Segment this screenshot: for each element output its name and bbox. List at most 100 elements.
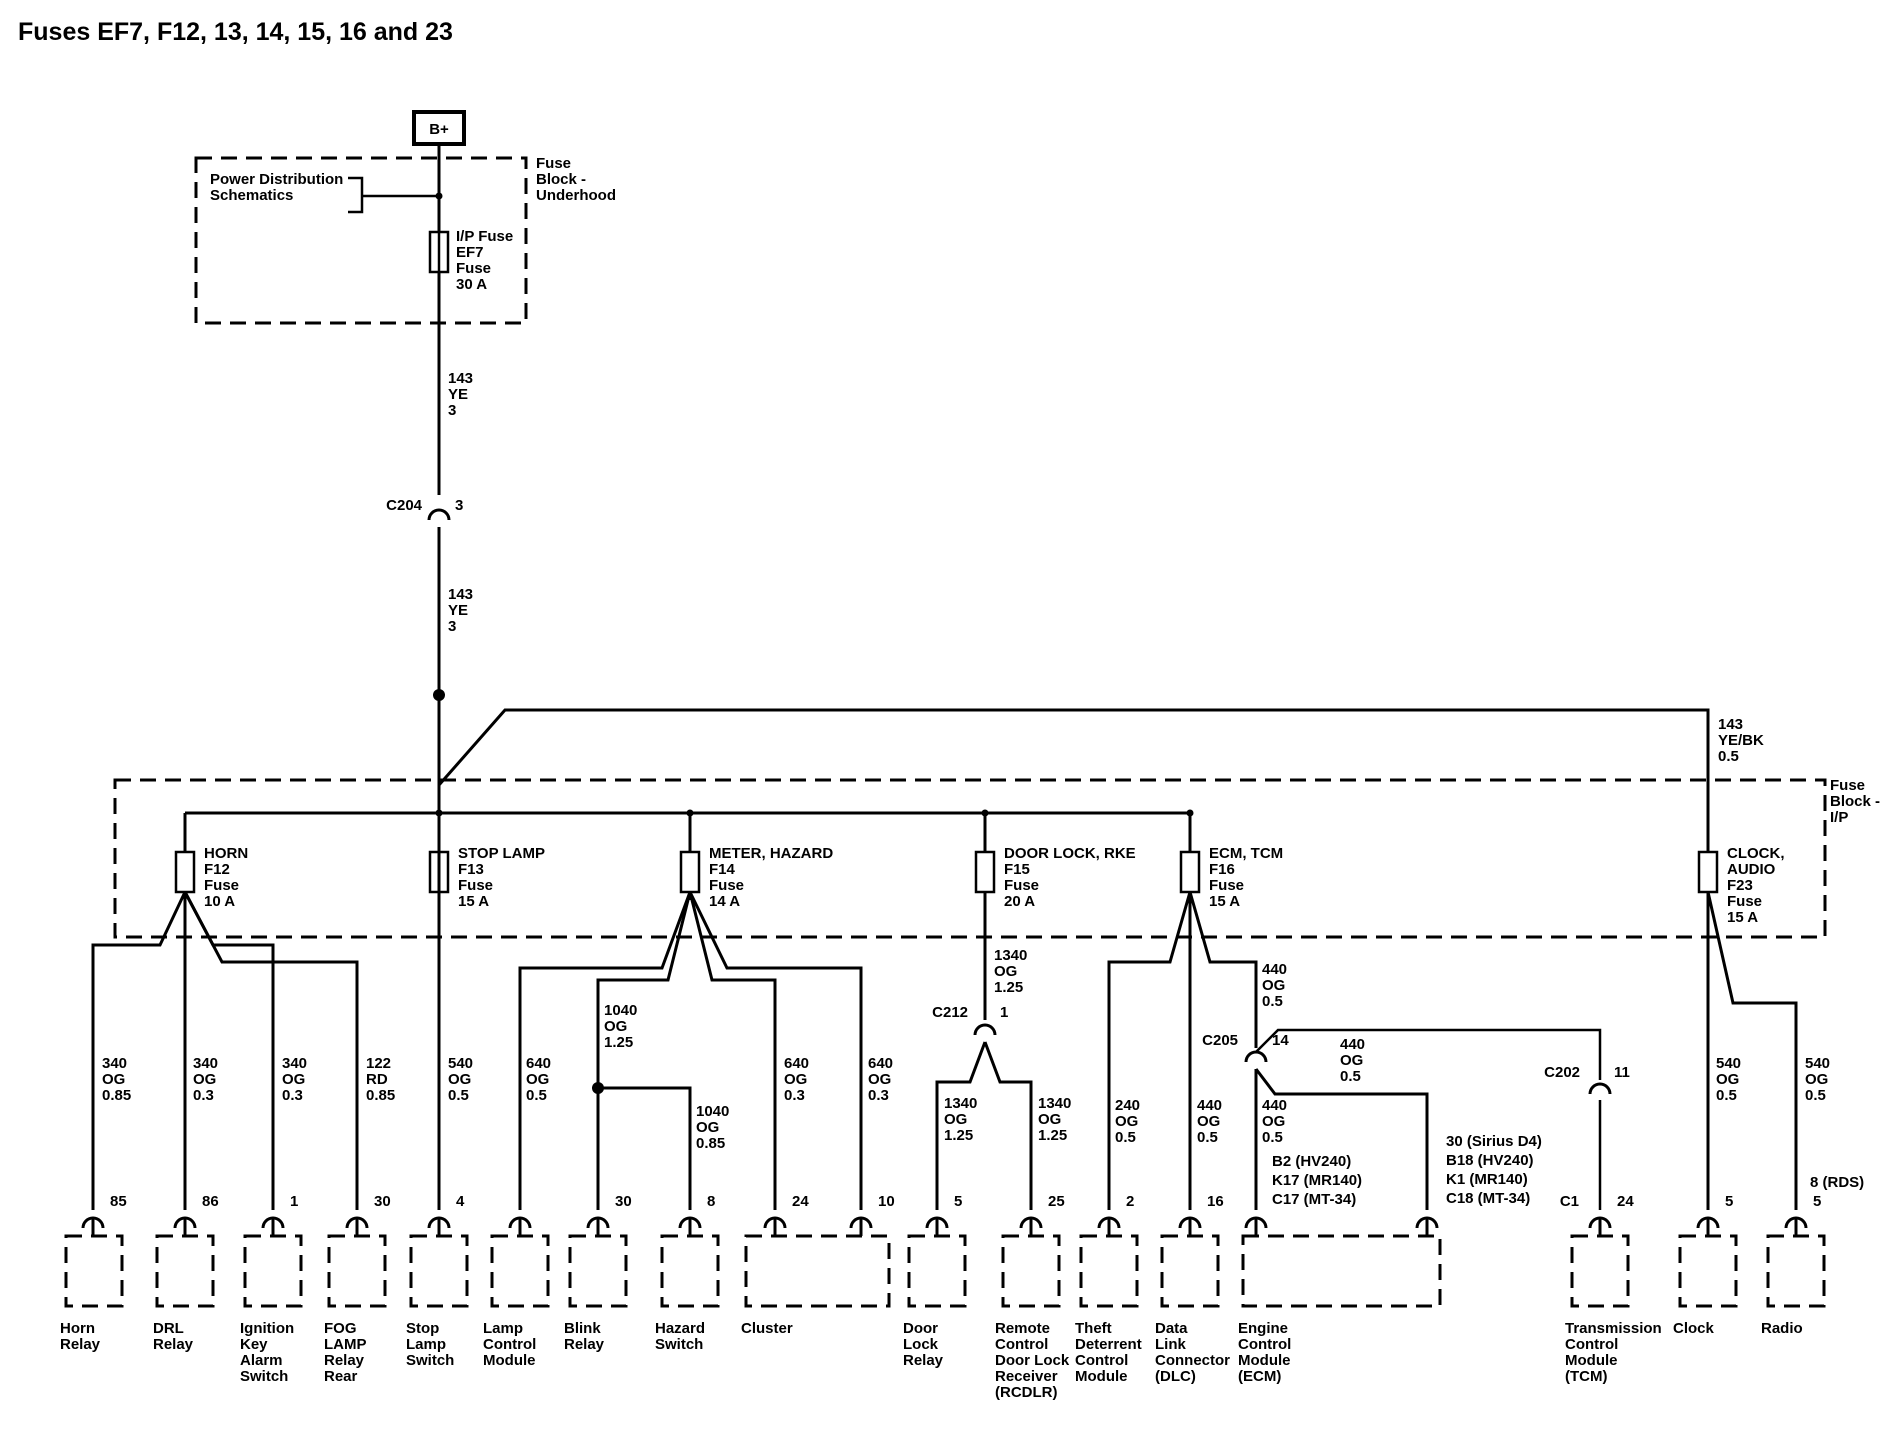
pin-theft: 2 <box>1126 1193 1134 1210</box>
pin-horn: 85 <box>110 1193 127 1210</box>
connector-c204 <box>427 508 451 521</box>
pin-rcdlr: 25 <box>1048 1193 1065 1210</box>
power-ref-bracket <box>348 176 438 214</box>
label-clock-text: Clock <box>1673 1320 1715 1337</box>
pin-end-symbol <box>1588 1216 1612 1236</box>
label-cluster-text: Cluster <box>741 1320 793 1337</box>
pin-cluster1: 24 <box>792 1193 809 1210</box>
pin-cluster2: 10 <box>878 1193 895 1210</box>
pin-blink: 30 <box>615 1193 632 1210</box>
pin-ign: 1 <box>290 1193 298 1210</box>
wire-radio <box>1706 891 1798 1210</box>
wire-door-lock <box>935 1041 987 1210</box>
pin-end-symbol <box>849 1216 873 1236</box>
ecm-pins-left: B2 (HV240)K17 (MR140)C17 (MT-34) <box>1272 1153 1362 1208</box>
battery-label: B+ <box>429 121 449 138</box>
c202-name: C202 <box>1544 1064 1580 1081</box>
pin-end-symbol <box>925 1216 949 1236</box>
c202-pin: 11 <box>1614 1064 1630 1081</box>
pin-end-symbol <box>1178 1216 1202 1236</box>
tcm-connector-name: C1 <box>1560 1193 1579 1210</box>
c212-pin: 1 <box>1000 1004 1008 1021</box>
c205-name: C205 <box>1202 1032 1238 1049</box>
underhood-fuse-block <box>194 156 528 325</box>
radio-pin-alt: 8 (RDS) <box>1810 1174 1864 1191</box>
fuse-f23 <box>1697 850 1719 894</box>
pin-end-symbol <box>763 1216 787 1236</box>
pin-dlc: 16 <box>1207 1193 1224 1210</box>
pin-end-symbol <box>1696 1216 1720 1236</box>
component-ignition-key-alarm-switch <box>243 1234 303 1308</box>
wire-lamp <box>518 891 692 1210</box>
pin-end-symbol <box>508 1216 532 1236</box>
component-rcdlr <box>1001 1234 1061 1308</box>
pin-end-symbol <box>1019 1216 1043 1236</box>
component-dlc <box>1160 1234 1220 1308</box>
component-theft-deterrent-module <box>1079 1234 1139 1308</box>
pin-radio: 5 <box>1813 1193 1821 1210</box>
pin-tcm: 24 <box>1617 1193 1634 1210</box>
component-stop-lamp-switch <box>409 1234 469 1308</box>
pin-end-symbol <box>345 1216 369 1236</box>
label-clock: Clock <box>1673 1320 1715 1337</box>
wire-horn <box>91 891 187 1210</box>
ecm-pins-left-text: B2 (HV240)K17 (MR140)C17 (MT-34) <box>1272 1153 1362 1208</box>
wire-cluster2 <box>688 891 863 1210</box>
component-hazard-switch <box>660 1234 720 1308</box>
wire-ecm-right <box>1254 1068 1429 1210</box>
pin-end-symbol <box>427 1216 451 1236</box>
component-ecm <box>1241 1234 1442 1308</box>
ecm-pins-right: 30 (Sirius D4)B18 (HV240)K1 (MR140)C18 (… <box>1446 1133 1542 1207</box>
component-fog-lamp-relay-rear <box>327 1234 387 1308</box>
